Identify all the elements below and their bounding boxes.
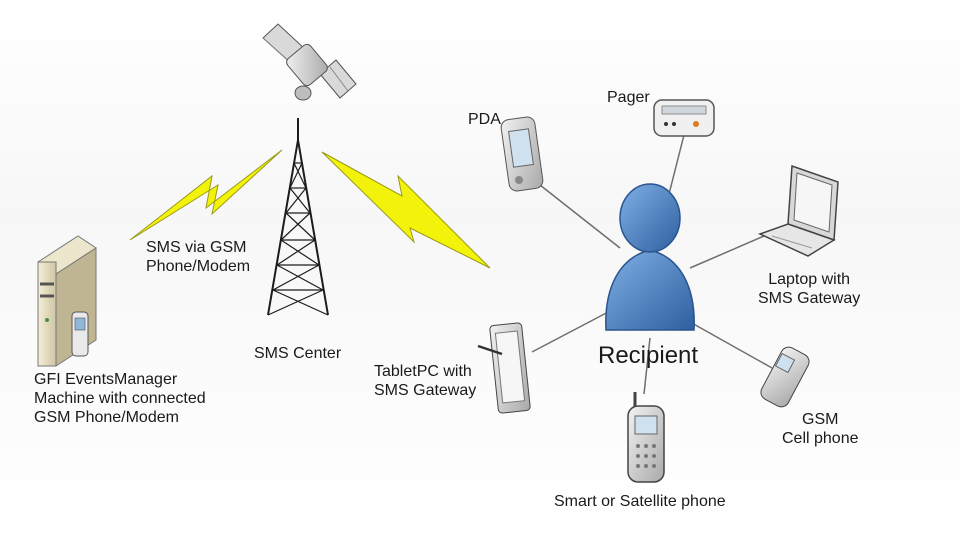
connector-pda xyxy=(539,184,621,249)
gfi-machine-label-line-2: Machine with connected xyxy=(34,390,206,407)
laptop-icon xyxy=(758,164,839,257)
lightning-bolt-right xyxy=(321,151,491,269)
smart-phone-label: Smart or Satellite phone xyxy=(554,493,726,510)
tabletpc-label-line-2: SMS Gateway xyxy=(374,382,477,399)
connector-smart-phone xyxy=(643,337,651,395)
laptop-label-line-1: Laptop with xyxy=(768,271,851,288)
gsm-phone-label-line-2: Cell phone xyxy=(782,430,859,447)
sms-center-tower-icon xyxy=(267,118,329,316)
tabletpc-label: TabletPC with SMS Gateway xyxy=(374,362,476,400)
pda-label: PDA xyxy=(468,111,501,128)
pager-label: Pager xyxy=(607,89,650,106)
gfi-server-icon xyxy=(37,235,97,367)
gfi-machine-label: GFI EventsManager Machine with connected… xyxy=(34,370,206,427)
connector-tablet xyxy=(531,309,613,353)
sms-link-label-line-2: Phone/Modem xyxy=(146,258,251,275)
sms-link-label: SMS via GSM Phone/Modem xyxy=(146,238,250,276)
gsm-cell-phone-icon xyxy=(760,346,810,408)
gfi-machine-label-line-1: GFI EventsManager xyxy=(34,371,178,388)
connector-lines xyxy=(531,134,779,395)
recipient-label: Recipient xyxy=(598,342,699,369)
tablet-pc-icon xyxy=(477,322,531,414)
gsm-phone-label: GSM Cell phone xyxy=(782,410,859,448)
tabletpc-label-line-1: TabletPC with xyxy=(374,363,472,380)
pda-icon xyxy=(500,116,544,192)
sms-center-label: SMS Center xyxy=(254,345,342,362)
lightning-bolt-left xyxy=(129,149,283,241)
laptop-label: Laptop with SMS Gateway xyxy=(758,270,860,308)
sms-link-label-line-1: SMS via GSM xyxy=(146,239,247,256)
gfi-machine-label-line-3: GSM Phone/Modem xyxy=(34,409,179,426)
pager-icon xyxy=(653,99,715,137)
connector-pager xyxy=(667,134,685,199)
gsm-phone-label-line-1: GSM xyxy=(802,411,839,428)
recipient-person-icon xyxy=(605,183,695,331)
smart-phone-icon xyxy=(627,392,665,483)
laptop-label-line-2: SMS Gateway xyxy=(758,290,861,307)
satellite-icon xyxy=(262,23,357,101)
connector-gsm-phone xyxy=(689,321,773,369)
